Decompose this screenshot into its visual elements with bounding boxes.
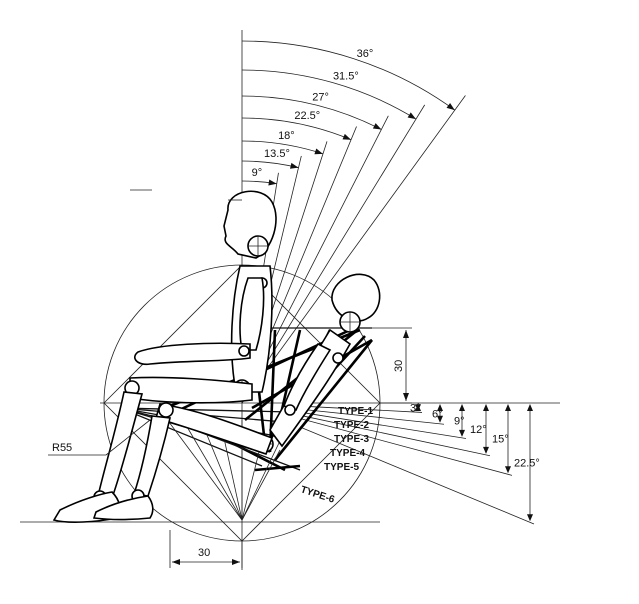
backrest-arrowhead bbox=[407, 112, 416, 120]
angle-label-18: 18° bbox=[278, 130, 295, 142]
type-3-label: TYPE-3 bbox=[334, 434, 369, 445]
backrest-arrowhead bbox=[290, 162, 299, 169]
seat-angle-label-15: 15° bbox=[492, 434, 509, 446]
seat-dim-arrow-top bbox=[527, 404, 533, 411]
seat-dim-arrow-top bbox=[505, 404, 511, 411]
backrest-arc bbox=[241, 117, 352, 141]
seat-angle-label-22-5: 22.5° bbox=[514, 458, 540, 470]
seat-angle-label-6: 6° bbox=[432, 408, 443, 420]
backrest-angle-rays bbox=[241, 95, 466, 404]
backrest-arc bbox=[241, 95, 382, 130]
bottom-width-arrow-right bbox=[232, 559, 240, 565]
type-1-label: TYPE-1 bbox=[338, 406, 373, 417]
back-height-label: 30 bbox=[393, 360, 405, 372]
seat-angle-rays bbox=[299, 405, 535, 525]
seat-dim-arrow-bottom bbox=[415, 404, 421, 412]
seat-angle-label-12: 12° bbox=[470, 424, 487, 436]
seat-dim-arrow-top bbox=[483, 404, 489, 411]
backrest-arrowhead bbox=[314, 148, 323, 155]
seat-dim-arrow-top bbox=[437, 404, 443, 411]
backrest-arc bbox=[241, 160, 299, 169]
seat-dim-arrow-bottom bbox=[459, 429, 465, 437]
seat-ray bbox=[299, 405, 423, 413]
bottom-width-arrow-left bbox=[172, 559, 180, 565]
seat-dim-arrow-bottom bbox=[527, 514, 533, 522]
backrest-arc bbox=[241, 40, 456, 111]
seat-angle-label-9: 9° bbox=[454, 415, 465, 427]
backrest-angle-labels: 36° 31.5° 27° 22.5° 18° 13.5° 9° bbox=[252, 48, 374, 179]
backrest-arrowhead bbox=[268, 179, 277, 186]
seat-dim-arrow-bottom bbox=[483, 446, 489, 454]
angle-label-22-5: 22.5° bbox=[294, 110, 320, 122]
backrest-arrowhead bbox=[342, 133, 352, 140]
type-4-label: TYPE-4 bbox=[330, 448, 365, 459]
upright-figure bbox=[52, 190, 277, 523]
backrest-ray bbox=[241, 95, 466, 404]
back-height-arrow-top bbox=[403, 330, 409, 338]
reclined-figure bbox=[92, 273, 381, 521]
backrest-arc bbox=[241, 69, 417, 120]
type-5-label: TYPE-5 bbox=[324, 462, 359, 473]
seat-dim-arrow-bottom bbox=[437, 415, 443, 423]
backrest-arrowhead bbox=[372, 123, 382, 130]
angle-label-13-5: 13.5° bbox=[264, 148, 290, 160]
seat-dim-arrow-top bbox=[459, 404, 465, 411]
radius-leader-diag bbox=[105, 419, 151, 456]
seat-ray bbox=[299, 411, 467, 439]
seat-ray bbox=[299, 408, 445, 425]
seat-angle-dimensions bbox=[415, 404, 533, 522]
angle-label-36: 36° bbox=[357, 48, 374, 60]
back-height-arrow-bottom bbox=[403, 393, 409, 401]
angle-label-9: 9° bbox=[252, 167, 263, 179]
seat-angle-label-3: 3° bbox=[410, 403, 421, 415]
radius-label: R55 bbox=[52, 442, 72, 454]
backrest-angle-arcs bbox=[241, 40, 456, 186]
bottom-width-label: 30 bbox=[198, 547, 210, 559]
backrest-ray bbox=[241, 104, 426, 404]
type-2-label: TYPE-2 bbox=[334, 420, 369, 431]
seat-ray bbox=[299, 426, 535, 525]
angle-label-27: 27° bbox=[312, 91, 329, 103]
backrest-arrowhead bbox=[446, 103, 455, 111]
seat-dim-arrow-bottom bbox=[505, 466, 511, 474]
seat-angle-labels: 3° 6° 9° 12° 15° 22.5° bbox=[410, 403, 540, 470]
type-6-label: TYPE-6 bbox=[299, 484, 336, 505]
angle-label-31-5: 31.5° bbox=[333, 70, 359, 82]
seat-ray bbox=[299, 414, 491, 457]
seat-ray bbox=[299, 418, 513, 476]
